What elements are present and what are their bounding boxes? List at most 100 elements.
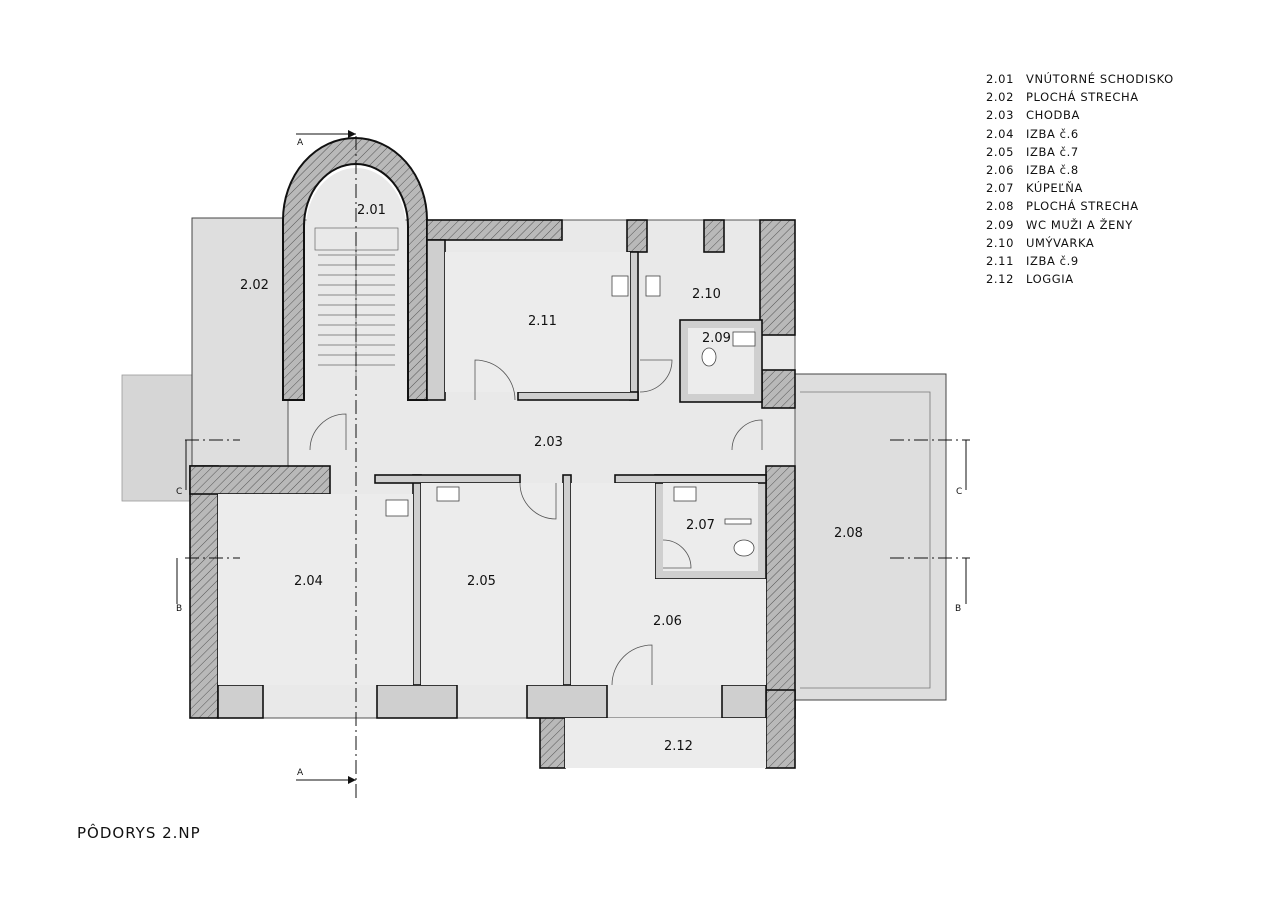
radiator-2-07 — [724, 518, 752, 525]
sink-2-09 — [732, 331, 756, 347]
wall-loggia-right — [765, 689, 796, 769]
room-label-2-01: 2.01 — [357, 203, 386, 218]
sink-2-05 — [436, 486, 460, 502]
sink-2-10 — [645, 275, 661, 297]
wall-right-pier — [761, 369, 796, 409]
legend-name: CHODBA — [1026, 108, 1080, 123]
legend-code: 2.04 — [986, 126, 1015, 141]
legend-name: VNÚTORNÉ SCHODISKO — [1026, 72, 1174, 86]
roof-2-02 — [191, 217, 289, 467]
room-label-2-09: 2.09 — [702, 331, 731, 346]
legend-item: 2.06 IZBA č.8 — [986, 161, 1174, 179]
legend-name: IZBA č.8 — [1026, 163, 1079, 178]
legend-item: 2.04 IZBA č.6 — [986, 125, 1174, 143]
legend-item: 2.11 IZBA č.9 — [986, 252, 1174, 270]
sanitary-fixtures — [385, 275, 756, 557]
section-lines — [176, 133, 970, 800]
room-label-2-07: 2.07 — [686, 518, 715, 533]
wall-top-middle — [426, 219, 563, 241]
wall-2-11-right — [629, 251, 639, 401]
sink-2-07 — [673, 486, 697, 502]
legend-name: LOGGIA — [1026, 272, 1074, 287]
wall-left-top — [189, 465, 331, 495]
exterior-walls — [189, 219, 796, 769]
legend-code: 2.06 — [986, 163, 1015, 178]
legend-item: 2.01 VNÚTORNÉ SCHODISKO — [986, 70, 1174, 88]
sink-2-04 — [385, 499, 409, 517]
wall-2-11-bottom — [517, 391, 639, 401]
legend-code: 2.11 — [986, 254, 1015, 269]
legend-code: 2.07 — [986, 181, 1015, 196]
roof-left-extension — [121, 374, 195, 502]
room-label-2-12: 2.12 — [664, 739, 693, 754]
legend-name: UMÝVARKA — [1026, 235, 1095, 250]
room-floors — [218, 252, 766, 768]
toilet-2-07 — [733, 539, 755, 557]
wall-bottom-3 — [526, 684, 608, 719]
wall-corridor-top-left — [374, 474, 521, 484]
wall-2-04-2-05 — [412, 474, 422, 691]
legend-name: PLOCHÁ STRECHA — [1026, 199, 1139, 214]
legend-name: IZBA č.6 — [1026, 126, 1079, 141]
room-label-2-05: 2.05 — [467, 574, 496, 589]
wall-corridor-top-right — [614, 474, 767, 484]
floor-2-04 — [218, 494, 413, 685]
legend-name: WC MUŽI A ŽENY — [1026, 217, 1133, 232]
section-arrows — [348, 130, 356, 784]
legend-item: 2.10 UMÝVARKA — [986, 234, 1174, 252]
section-b-left-label: B — [176, 604, 182, 614]
wall-right — [765, 465, 796, 719]
section-c-right-label: C — [956, 487, 962, 497]
legend-item: 2.07 KÚPEĽŇA — [986, 179, 1174, 197]
section-c-left-label: C — [176, 487, 182, 497]
room-label-2-04: 2.04 — [294, 574, 323, 589]
section-a-top-label: A — [297, 138, 304, 148]
legend-item: 2.02 PLOCHÁ STRECHA — [986, 88, 1174, 106]
legend-code: 2.10 — [986, 235, 1015, 250]
legend-code: 2.01 — [986, 72, 1015, 86]
door-swings — [309, 359, 763, 686]
legend-item: 2.05 IZBA č.7 — [986, 143, 1174, 161]
wall-2-05-2-06 — [562, 474, 572, 691]
legend-code: 2.02 — [986, 90, 1015, 105]
legend-code: 2.12 — [986, 272, 1015, 287]
wall-bottom-2 — [376, 684, 458, 719]
floor-2-06-upper — [571, 483, 655, 579]
wall-right-upper — [759, 219, 796, 336]
legend-name: IZBA č.7 — [1026, 144, 1079, 159]
floor-2-06 — [571, 579, 766, 685]
section-b-right-label: B — [955, 604, 961, 614]
floor-2-12 — [565, 718, 766, 768]
room-label-2-11: 2.11 — [528, 314, 557, 329]
room-label-2-03: 2.03 — [534, 435, 563, 450]
room-label-2-10: 2.10 — [692, 287, 721, 302]
sink-2-11 — [611, 275, 629, 297]
wall-bottom-1 — [217, 684, 264, 719]
legend-name: KÚPEĽŇA — [1026, 181, 1083, 196]
legend-name: PLOCHÁ STRECHA — [1026, 90, 1139, 105]
floor-2-11 — [445, 252, 630, 392]
wall-top-pier-1 — [626, 219, 648, 253]
legend-code: 2.03 — [986, 108, 1015, 123]
wall-2-11-left — [426, 239, 446, 401]
legend-item: 2.12 LOGGIA — [986, 270, 1174, 288]
floor-2-05 — [421, 483, 563, 685]
wall-top-pier-2 — [703, 219, 725, 253]
room-label-2-06: 2.06 — [653, 614, 682, 629]
drawing-title: PÔDORYS 2.NP — [77, 824, 201, 842]
legend-item: 2.03 CHODBA — [986, 106, 1174, 124]
room-label-2-02: 2.02 — [240, 278, 269, 293]
legend-code: 2.05 — [986, 144, 1015, 159]
wall-bottom-4 — [721, 684, 767, 719]
room-label-2-08: 2.08 — [834, 526, 863, 541]
legend-name: IZBA č.9 — [1026, 254, 1079, 269]
roof-2-08 — [789, 373, 947, 701]
section-a-bottom-label: A — [297, 768, 304, 778]
roof-2-08-inner-edge — [800, 391, 931, 689]
wall-left — [189, 465, 219, 719]
toilet-2-09 — [701, 347, 717, 367]
